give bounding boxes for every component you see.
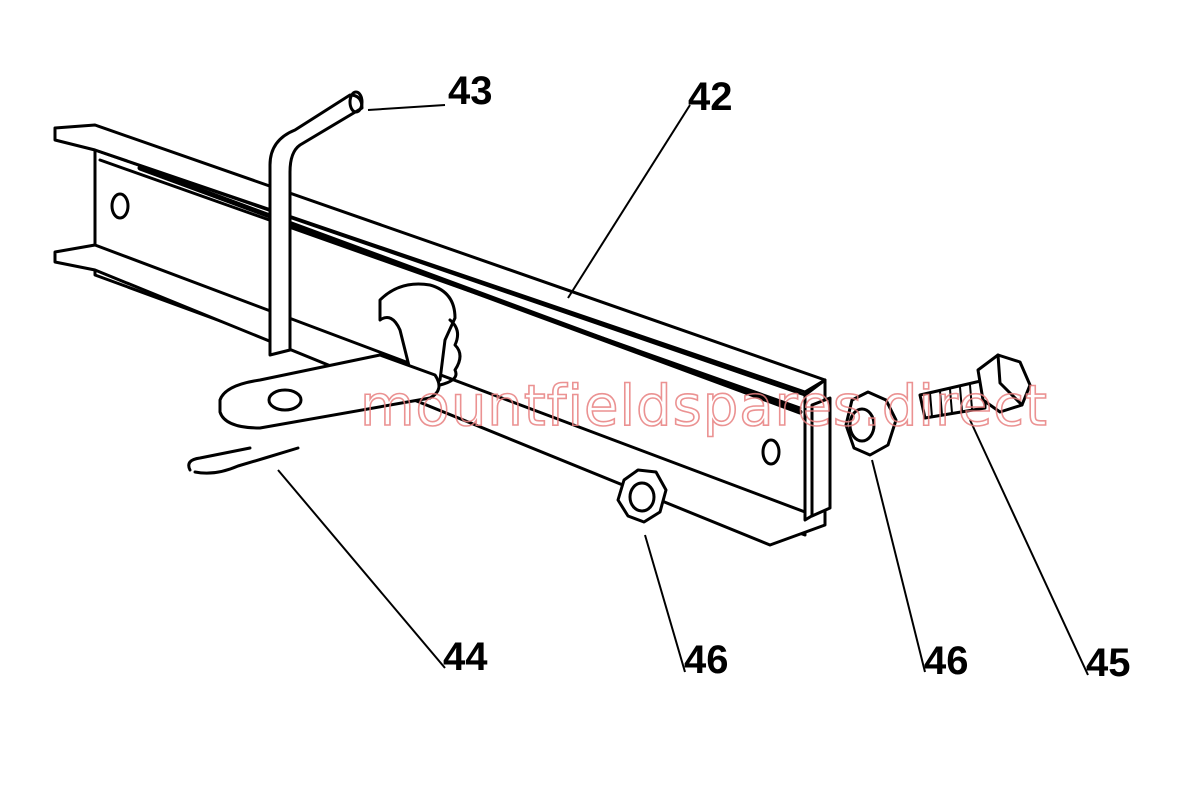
watermark-text: mountfieldspares.direct bbox=[360, 374, 1048, 439]
hex-nut-left bbox=[616, 468, 668, 524]
callout-46-right: 46 bbox=[924, 639, 969, 683]
hex-bolt bbox=[918, 353, 1032, 420]
callout-45: 45 bbox=[1086, 641, 1131, 685]
hex-nut-right bbox=[844, 390, 898, 457]
leader-lines bbox=[277, 104, 1089, 676]
callout-44: 44 bbox=[443, 635, 488, 679]
r-clip bbox=[187, 446, 300, 475]
hitch-bracket bbox=[218, 282, 462, 430]
callout-46-left: 46 bbox=[684, 638, 729, 682]
hitch-pin bbox=[268, 90, 364, 357]
callout-43: 43 bbox=[448, 69, 493, 113]
callout-42: 42 bbox=[688, 75, 733, 119]
